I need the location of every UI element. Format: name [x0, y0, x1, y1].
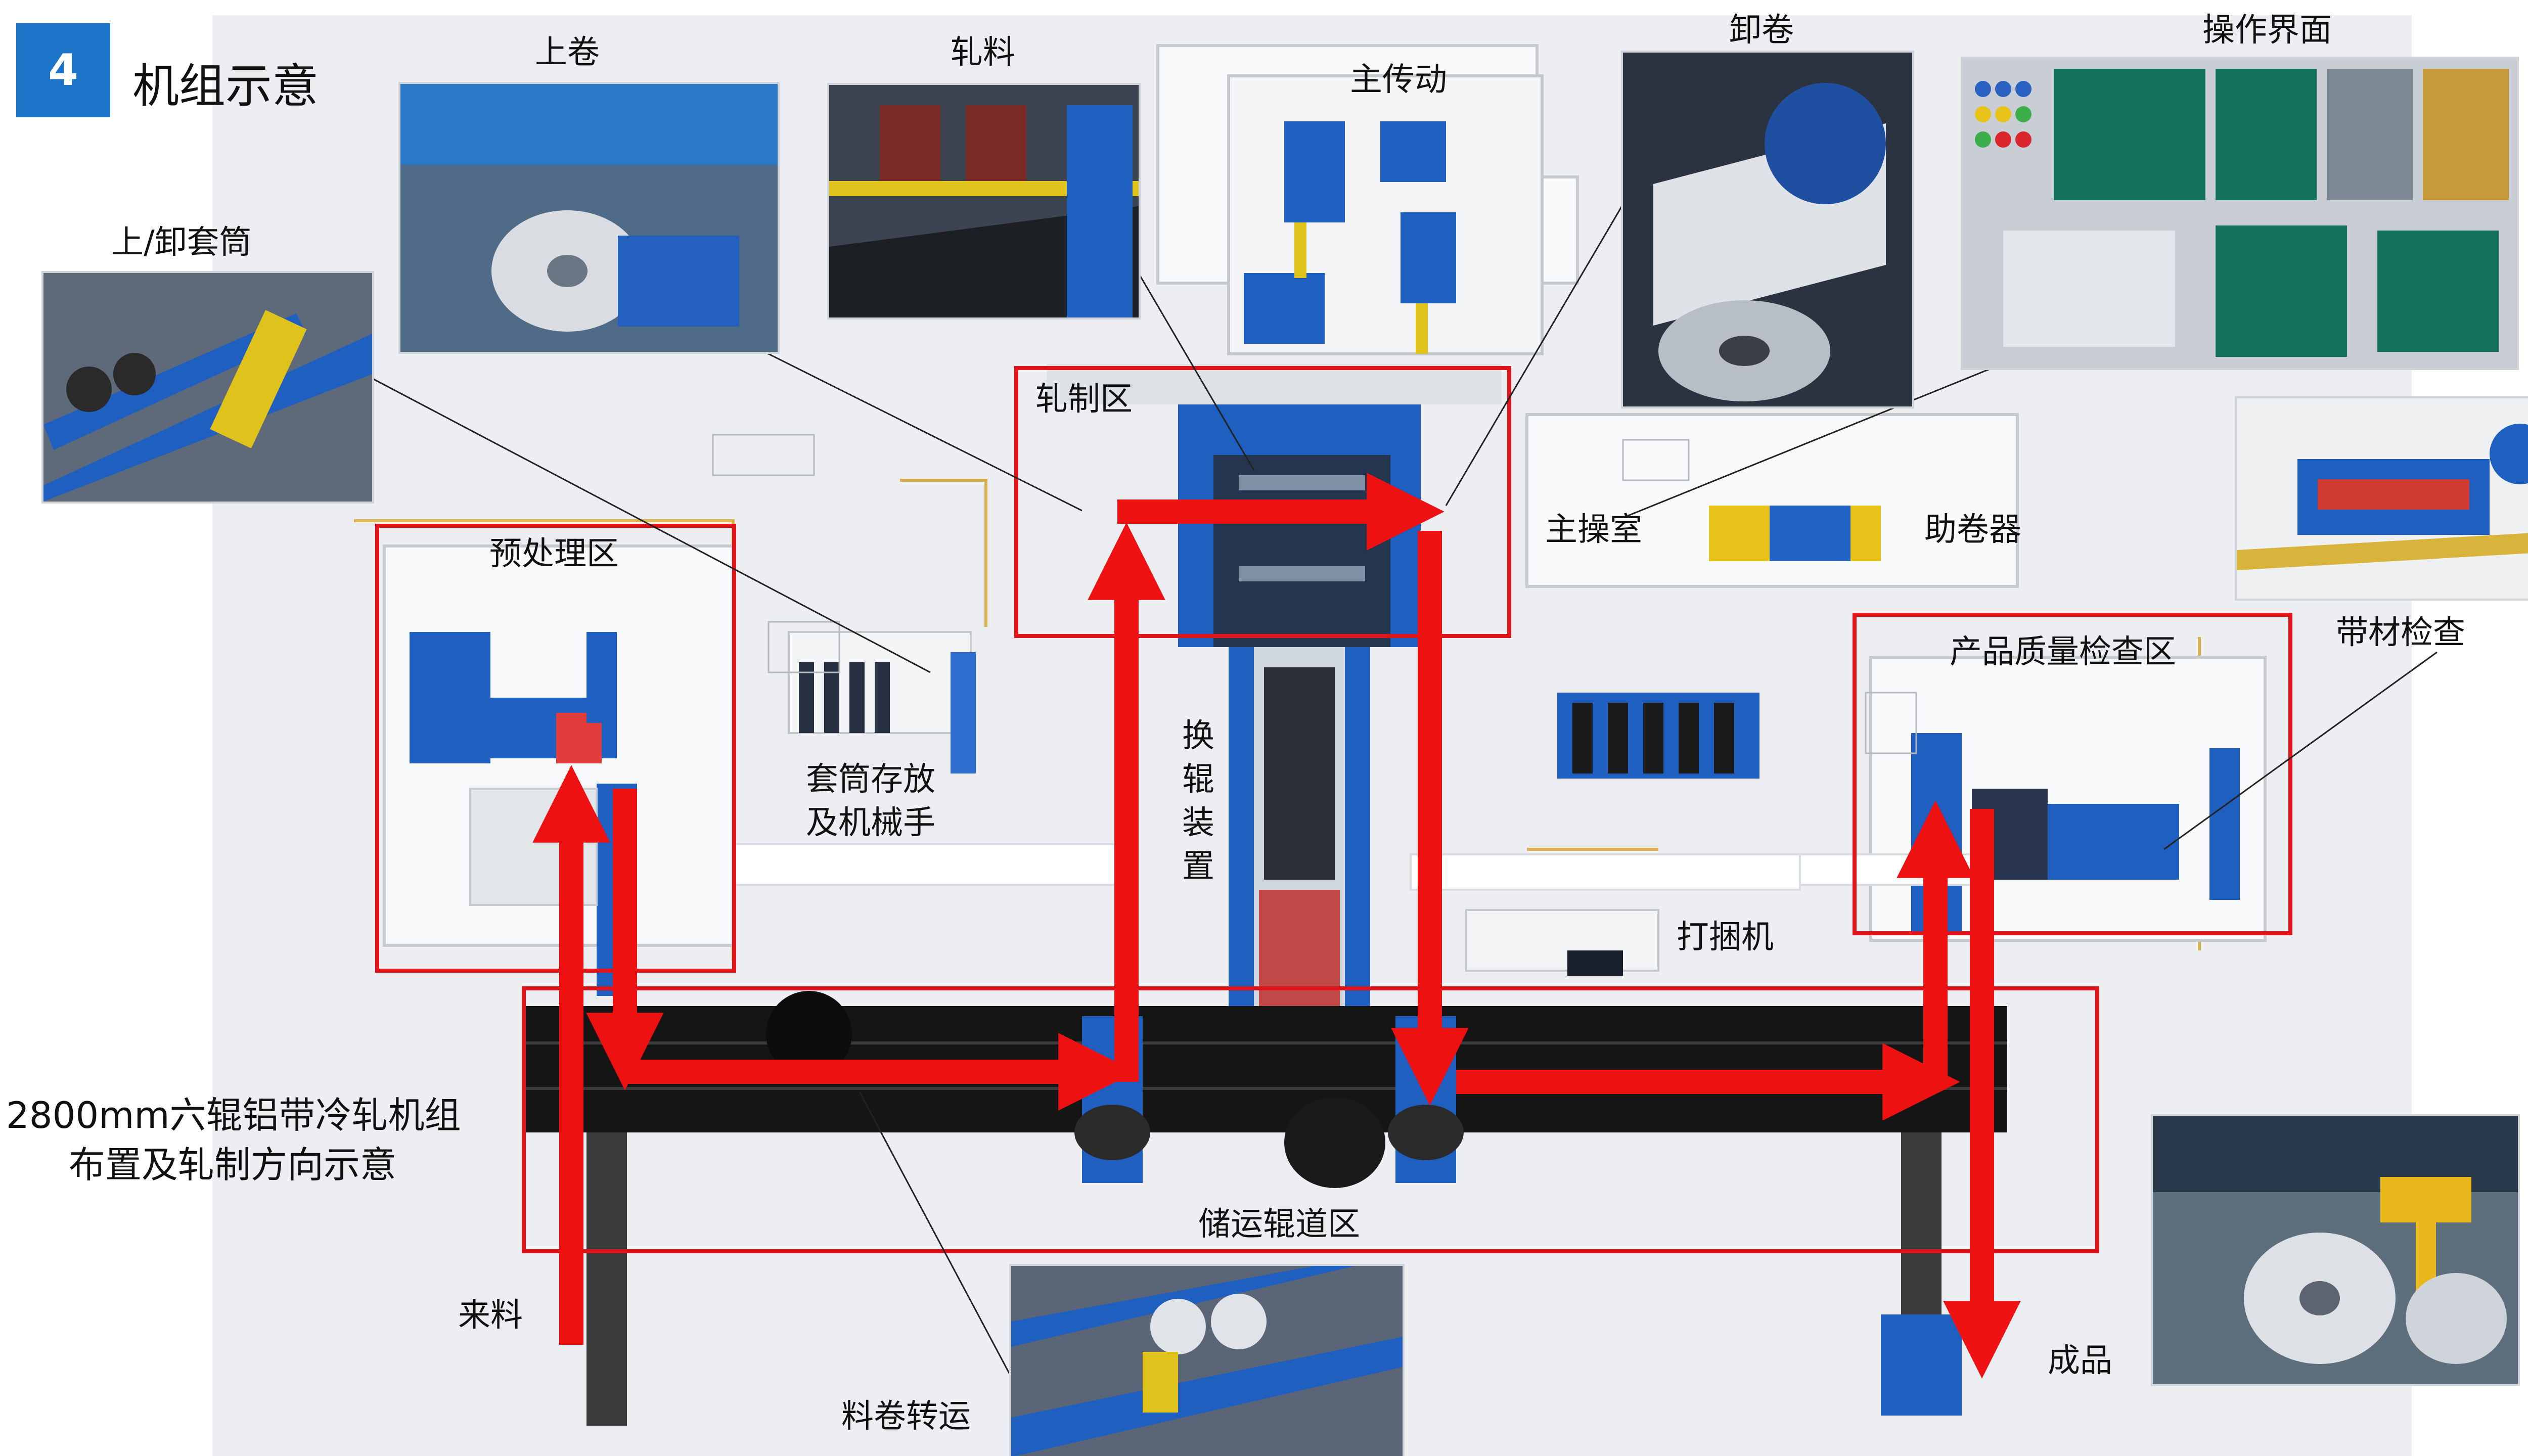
photo-load-unload-sleeve — [41, 271, 374, 504]
zone-frames — [375, 366, 2292, 1253]
label-sleeve-storage-line2: 及机械手 — [806, 804, 935, 842]
section-number-badge: 4 — [16, 23, 110, 117]
zone-label-rolling: 轧制区 — [1035, 381, 1133, 418]
label-coiling-aid: 助卷器 — [1924, 511, 2021, 549]
quality-zone-frame — [1853, 613, 2292, 935]
label-strapping-machine: 打捆机 — [1677, 919, 1774, 956]
zone-label-roller-conveyor: 储运辊道区 — [1198, 1206, 1360, 1243]
photo-operator-interface — [1961, 57, 2519, 370]
coil-storage-rack — [1557, 693, 1759, 779]
label-main-control-room: 主操室 — [1545, 511, 1642, 549]
callout-lines — [364, 187, 2437, 1406]
caption-coil-transfer: 料卷转运 — [841, 1398, 971, 1435]
caption-main-drive: 主传动 — [1350, 61, 1447, 99]
main-caption-line1: 2800mm六辊铝带冷轧机组 — [6, 1094, 461, 1136]
label-finished-product: 成品 — [2048, 1342, 2112, 1380]
main-drive-room — [1227, 74, 1544, 355]
zone-label-preprocessing: 预处理区 — [489, 535, 619, 573]
caption-uncoiling: 上卷 — [535, 34, 600, 71]
strapping-machine-unit — [1465, 909, 1659, 976]
sleeve-storage-rack — [788, 631, 976, 774]
photo-finished-coil — [2151, 1114, 2520, 1386]
caption-rolling-stock: 轧料 — [951, 34, 1015, 71]
flow-arrows — [532, 473, 2021, 1379]
label-incoming-material: 来料 — [458, 1297, 523, 1334]
label-roll-change-char-4: 置 — [1182, 848, 1214, 885]
caption-strip-inspection: 带材检查 — [2336, 614, 2465, 652]
coiling-aid-unit — [1709, 506, 1881, 561]
photo-uncoiling — [398, 82, 780, 354]
zone-label-quality-inspection: 产品质量检查区 — [1950, 633, 2176, 671]
photo-strip-inspection — [2235, 396, 2528, 601]
photo-rolling-stock — [827, 83, 1141, 320]
main-caption-line2: 布置及轧制方向示意 — [69, 1144, 397, 1186]
section-title: 机组示意 — [132, 59, 319, 113]
rolling-zone-frame — [1014, 366, 1511, 638]
caption-coiling: 卸卷 — [1729, 12, 1794, 49]
caption-operator-interface: 操作界面 — [2202, 12, 2332, 49]
caption-load-unload-sleeve: 上/卸套筒 — [111, 224, 252, 261]
photo-coiling — [1621, 51, 1914, 408]
label-roll-change-char-3: 装 — [1182, 804, 1214, 842]
photo-coil-transfer — [1009, 1264, 1405, 1456]
conveyor-zone-frame — [522, 986, 2099, 1253]
label-roll-change-char-1: 换 — [1182, 717, 1214, 755]
label-roll-change-char-2: 辊 — [1182, 761, 1214, 798]
stairs — [712, 434, 1917, 754]
preprocessing-zone-frame — [375, 524, 736, 973]
label-sleeve-storage-line1: 套筒存放 — [806, 761, 935, 798]
